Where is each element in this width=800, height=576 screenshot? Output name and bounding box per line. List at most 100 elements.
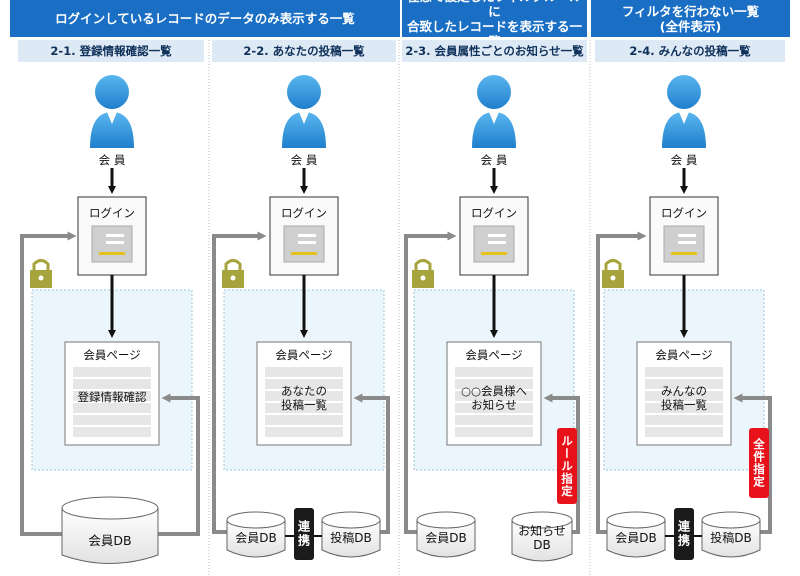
col-2-card-line-5 [265,415,343,425]
col-1-lock-keyhole [38,275,44,281]
col-4-login-label: ログイン [661,206,707,220]
subheader-col-3: 2-3. 会員属性ごとのお知らせ一覧 [402,40,587,62]
col-4-form-line-1 [678,234,696,237]
col-2-member-body-icon [282,112,326,148]
col-4-card-line-5 [645,415,723,425]
col-4-card-line-3 [645,391,723,401]
col-3-collar-icon [489,112,499,124]
col-1-form-line-2 [106,241,124,244]
col-4-auth-loop [596,231,647,534]
col-1-collar-icon [107,112,117,124]
col-4-lock-shackle [604,259,622,270]
col-4-member-label: 会 員 [670,153,698,167]
col-4-member-icon [667,75,701,109]
col-2-member-db [226,520,286,558]
col-1-login-label: ログイン [89,206,135,220]
col-3-rule-tag: ルール指定 [557,428,577,504]
col-2-auth-loop [212,231,267,534]
col-1-form-button [99,252,125,255]
col-4-post-db-label: 投稿DB [710,531,752,545]
col-2-form-line-1 [298,234,316,237]
col-3-card-line-5 [455,415,533,425]
col-2-post-db-label: 投稿DB [330,531,372,545]
col-2-data-loop [353,393,390,534]
col-2-member-page-label: 会員ページ [275,348,333,362]
col-1-card-line-3 [73,391,151,401]
col-1-data-loop [158,393,200,536]
col-1-auth-loop [20,231,77,536]
col-1-lock-shackle [32,259,50,270]
col-4-post-db-top [701,511,761,529]
col-3-member-page-label: 会員ページ [465,348,523,362]
col-2-card-line-1 [265,367,343,377]
col-1-member-page-label: 会員ページ [83,348,141,362]
col-1-member-db [61,508,159,564]
col-3-lock-shackle [414,259,432,270]
col-2-post-db [321,520,381,558]
col-3-member-body-icon [472,112,516,148]
col-1-member-db-top [61,496,159,520]
col-1-card-line-4 [73,403,151,413]
col-4-collar-icon [679,112,689,124]
col-4-data-loop [733,393,772,534]
col-2-collar-icon [299,112,309,124]
col-4-lock-keyhole [610,275,616,281]
col-4-member-db-label: 会員DB [615,531,657,545]
col-2-card-line-4 [265,403,343,413]
col-2-member-db-top [226,511,286,529]
col-3-lock-keyhole [420,275,426,281]
col-1-member-db-label: 会員DB [88,533,132,548]
col-4-card-line-1 [645,367,723,377]
col-3-form-line-1 [488,234,506,237]
col-3-member-page-content: ○○会員様へ お知らせ [460,384,528,412]
header-no-filter: フィルタを行わない一覧 (全件表示) [591,0,790,37]
col-1-member-body-icon [90,112,134,148]
col-3-card-line-6 [455,427,533,437]
col-4-login-form-icon [663,225,705,263]
col-2-link-tag: 連携 [294,508,314,560]
col-3-notice-db [511,520,573,562]
col-3-member-db-label: 会員DB [425,531,467,545]
col-3-data-loop [543,393,580,534]
col-2-form-line-2 [298,241,316,244]
col-3-card-line-2 [455,379,533,389]
col-3-member-icon [477,75,511,109]
col-2-card-line-3 [265,391,343,401]
col-4-link-tag: 連携 [674,508,694,560]
col-3-member-label: 会 員 [480,153,508,167]
col-4-post-db [701,520,761,558]
col-4-card-line-6 [645,427,723,437]
col-4-member-body-icon [662,112,706,148]
col-2-member-page-content: あなたの 投稿一覧 [281,384,327,412]
col-3-form-button [481,252,507,255]
subheader-col-1: 2-1. 登録情報確認一覧 [18,40,204,62]
col-4-member-db [606,520,666,558]
col-3-notice-db-label: お知らせ DB [518,524,566,552]
col-1-card-line-1 [73,367,151,377]
col-3-member-db [416,520,476,558]
header-members-only: ログインしているレコードのデータのみ表示する一覧 [10,0,400,37]
col-4-member-db-top [606,511,666,529]
col-3-notice-db-top [511,511,573,529]
col-1-member-icon [95,75,129,109]
col-2-form-button [291,252,317,255]
col-4-member-page-label: 会員ページ [655,348,713,362]
col-3-card-line-1 [455,367,533,377]
col-2-member-db-label: 会員DB [235,531,277,545]
col-4-form-button [671,252,697,255]
col-1-member-label: 会 員 [98,153,126,167]
col-2-login-label: ログイン [281,206,327,220]
col-1-card-line-5 [73,415,151,425]
col-1-form-line-1 [106,234,124,237]
col-2-lock-keyhole [230,275,236,281]
col-1-card-line-2 [73,379,151,389]
col-3-card-line-3 [455,391,533,401]
col-1-member-page-content: 登録情報確認 [77,390,147,404]
col-3-card-line-4 [455,403,533,413]
col-2-card-line-6 [265,427,343,437]
col-4-form-line-2 [678,241,696,244]
col-2-member-icon [287,75,321,109]
col-2-lock-shackle [224,259,242,270]
col-4-member-page-content: みんなの 投稿一覧 [661,384,707,412]
